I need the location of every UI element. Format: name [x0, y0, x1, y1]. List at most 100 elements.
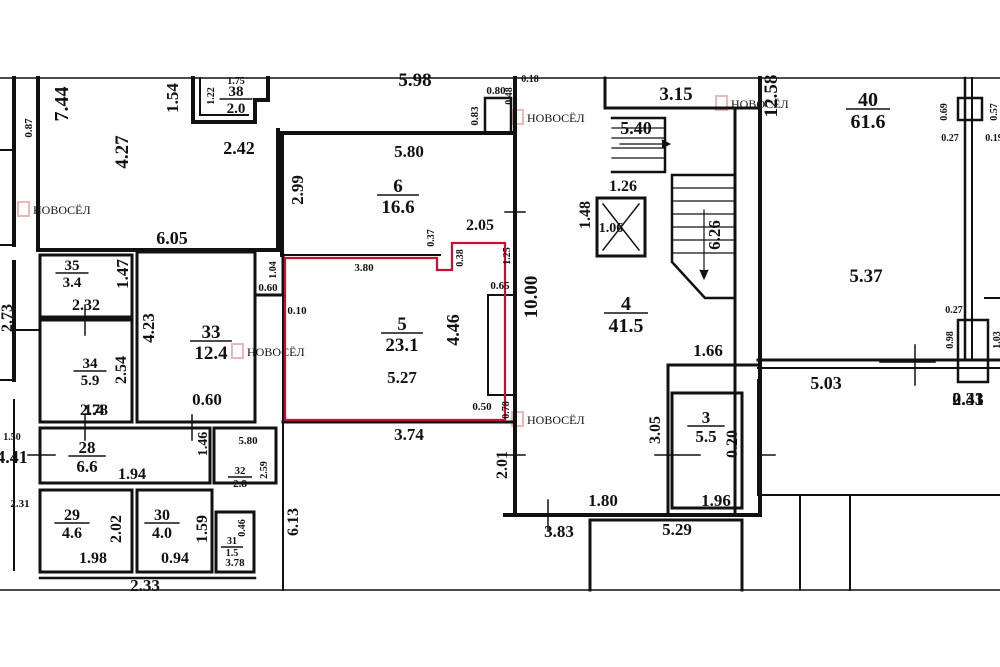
dimension-label: 1.03 — [992, 331, 1000, 349]
room-number: 35 — [65, 258, 80, 274]
dimension-label: 6.13 — [285, 508, 302, 536]
room-area: 1.5 — [226, 548, 239, 559]
dimension-label: 5.27 — [387, 368, 417, 387]
dimension-label: 0.83 — [469, 106, 481, 126]
room-38: 382.0 — [219, 84, 253, 117]
room-number: 40 — [858, 89, 878, 111]
dimension-label: 6.26 — [705, 220, 724, 250]
room-35: 353.4 — [55, 258, 89, 291]
room-number: 32 — [235, 465, 247, 477]
dimension-label: 3.83 — [544, 522, 574, 541]
dimension-label: 0.37 — [426, 229, 437, 247]
svg-text:НОВОСЁЛ: НОВОСЁЛ — [527, 413, 585, 427]
dimension-label: 7.44 — [51, 87, 73, 122]
dimension-label: 0.60 — [192, 390, 222, 409]
highlighted-room-outline — [283, 241, 507, 422]
room-30: 304.0 — [144, 507, 180, 542]
dimension-label: 1.94 — [118, 466, 146, 483]
dimension-label: 0.10 — [287, 305, 307, 317]
dimension-label: 0.18 — [521, 74, 539, 85]
watermark-logo: НОВОСЁЛ — [17, 201, 91, 217]
dimension-label: 0.57 — [989, 103, 1000, 121]
dimension-label: 0.48 — [504, 87, 515, 105]
room-number: 33 — [202, 322, 221, 343]
dimension-label: 0.41 — [952, 389, 984, 409]
room-3: 35.5 — [687, 408, 725, 446]
dimension-label: 5.37 — [849, 266, 883, 287]
dimension-label: 3.05 — [647, 416, 664, 444]
dimension-label: 0.27 — [945, 305, 963, 316]
dimension-label: 2.42 — [223, 138, 255, 158]
dimension-label: 1.54 — [163, 83, 182, 113]
watermark-logo: НОВОСЁЛ — [511, 411, 585, 427]
dimension-label: 1.22 — [206, 87, 217, 105]
room-area: 4.6 — [62, 525, 82, 542]
dimension-label: 10.00 — [521, 276, 542, 319]
dimension-label: 1.4 — [84, 402, 104, 419]
room-4: 441.5 — [604, 293, 648, 337]
dimension-label: 1.75 — [227, 76, 245, 87]
dimension-label: 0.98 — [945, 331, 956, 349]
room-area: 2.0 — [227, 101, 246, 117]
room-28: 286.6 — [68, 438, 106, 476]
room-area: 5.5 — [695, 427, 716, 446]
dimension-label: 3.74 — [394, 425, 424, 444]
dimension-label: 5.40 — [620, 118, 652, 138]
svg-text:НОВОСЁЛ: НОВОСЁЛ — [527, 111, 585, 125]
room-29: 294.6 — [54, 507, 90, 542]
room-area: 4.0 — [152, 525, 172, 542]
room-area: 6.6 — [76, 457, 97, 476]
room-number: 29 — [64, 507, 80, 524]
dimension-label: 0.38 — [455, 249, 466, 267]
room-34: 345.9 — [73, 356, 107, 389]
dimension-label: 0.78 — [501, 401, 512, 419]
dimension-label: 4.27 — [112, 135, 133, 169]
room-area: 2.8 — [233, 478, 247, 490]
dimension-label: 0.27 — [941, 133, 959, 144]
dimension-label: 5.98 — [398, 70, 431, 91]
dimension-label: 2.01 — [494, 451, 511, 479]
room-area: 16.6 — [381, 197, 414, 218]
room-number: 6 — [393, 176, 403, 197]
dimension-label: 5.80 — [394, 142, 424, 161]
dimension-label: 2.78 — [80, 402, 108, 419]
room-number: 34 — [83, 356, 99, 372]
dimension-label: 2.54 — [113, 356, 130, 384]
room-area: 41.5 — [609, 315, 644, 337]
watermark-logo: НОВОСЁЛ — [231, 343, 305, 359]
dimension-label: 5.80 — [238, 435, 258, 447]
dimension-label: 1.50 — [3, 432, 21, 443]
room-area: 3.4 — [63, 275, 82, 291]
dimension-label: 3.80 — [354, 262, 374, 274]
svg-text:НОВОСЁЛ: НОВОСЁЛ — [247, 345, 305, 359]
room-area: 61.6 — [851, 111, 886, 133]
room-number: 5 — [397, 314, 407, 335]
room-number: 4 — [621, 293, 631, 315]
dimension-label: 2.33 — [130, 576, 160, 595]
dimension-label: 4.41 — [0, 447, 28, 467]
dimension-label: 12.58 — [761, 75, 782, 118]
room-number: 28 — [79, 438, 96, 457]
dimension-label: 1.46 — [196, 432, 211, 457]
dimension-label: 1.47 — [113, 259, 132, 289]
dimension-label: 1.26 — [609, 178, 637, 195]
dimension-label: 0.65 — [490, 280, 510, 292]
svg-text:НОВОСЁЛ: НОВОСЁЛ — [33, 203, 91, 217]
dimension-label: 2.05 — [466, 217, 494, 234]
walls — [0, 76, 1000, 592]
dimension-label: 2.59 — [259, 461, 270, 479]
dimension-label: 2.99 — [288, 175, 307, 205]
dimension-label: 1.66 — [693, 341, 723, 360]
room-area: 23.1 — [385, 335, 418, 356]
dimension-label: 0.19 — [985, 133, 1000, 144]
dimension-label: 5.29 — [662, 520, 692, 539]
dimension-label: 3.15 — [659, 84, 692, 105]
dimension-label: 1.80 — [588, 491, 618, 510]
dimension-label: 3.78 — [225, 557, 245, 569]
dimension-label: 0.46 — [237, 519, 248, 537]
dimension-label: 1.48 — [577, 201, 594, 229]
dimension-label: 5.03 — [810, 373, 842, 393]
room-32: 322.8 — [227, 465, 253, 490]
